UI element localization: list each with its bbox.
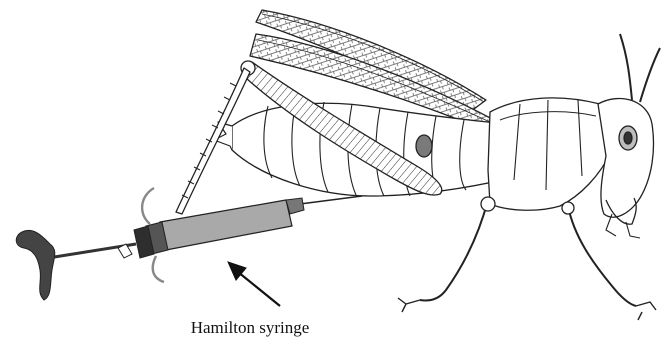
finger-flange-bottom bbox=[153, 256, 164, 282]
finger-flange-top bbox=[142, 188, 154, 224]
tympanum bbox=[416, 135, 432, 157]
thorax bbox=[488, 98, 612, 210]
syringe-needle bbox=[300, 196, 362, 204]
antenna-right bbox=[640, 48, 660, 102]
mid-leg bbox=[420, 200, 488, 301]
plunger-handle bbox=[16, 230, 55, 300]
hamilton-syringe bbox=[16, 188, 362, 300]
grasshopper bbox=[176, 10, 660, 320]
front-leg bbox=[568, 206, 636, 306]
head bbox=[598, 98, 654, 217]
syringe-label: Hamilton syringe bbox=[150, 318, 350, 338]
annotation-arrow bbox=[228, 262, 280, 306]
antenna-left bbox=[620, 34, 632, 100]
